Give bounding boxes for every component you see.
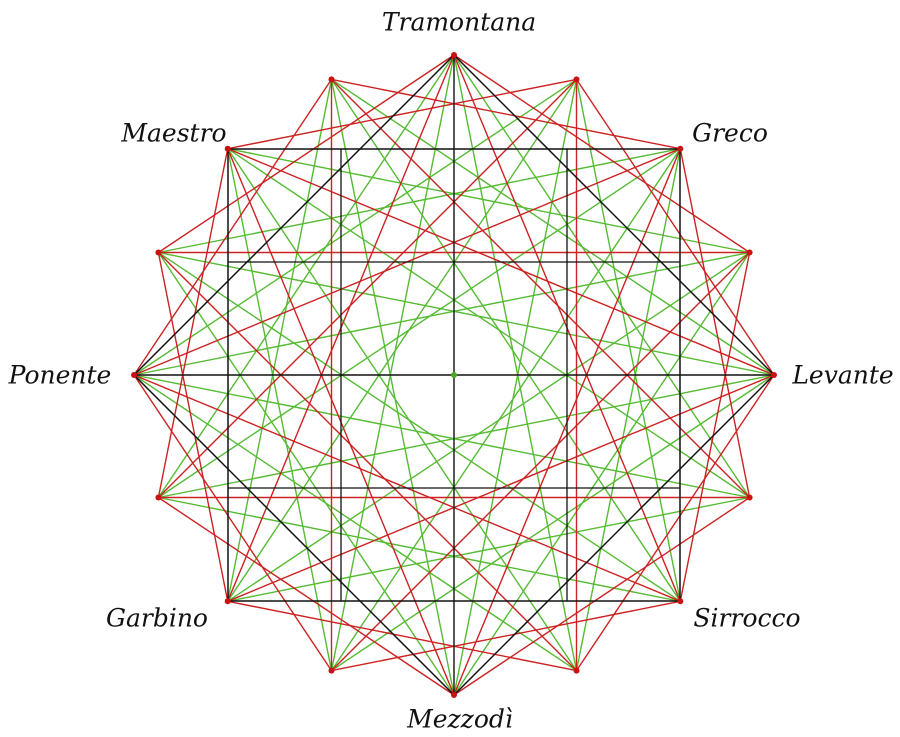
red-chord bbox=[157, 147, 229, 499]
vertex-dot bbox=[328, 667, 335, 674]
green-chord bbox=[133, 251, 751, 376]
red-chord bbox=[157, 54, 455, 254]
red-chord bbox=[575, 78, 775, 376]
vertex-dot bbox=[155, 249, 162, 256]
red-chord bbox=[679, 147, 751, 499]
green-chord bbox=[453, 54, 578, 672]
green-chord bbox=[226, 147, 751, 254]
label-ponente: Ponente bbox=[8, 360, 112, 390]
vertex-dot bbox=[573, 667, 580, 674]
red-chord bbox=[575, 374, 775, 672]
label-garbino: Garbino bbox=[106, 603, 208, 633]
vertex-dot bbox=[224, 145, 231, 152]
green-chord bbox=[226, 251, 751, 602]
diamond-edge bbox=[453, 374, 775, 696]
vertex-dot bbox=[771, 372, 777, 378]
red-chord bbox=[133, 78, 333, 376]
green-chord bbox=[330, 54, 455, 672]
green-chord bbox=[330, 78, 455, 696]
vertex-dot bbox=[677, 598, 684, 605]
diamond-edge bbox=[133, 374, 455, 696]
green-chord bbox=[453, 78, 578, 696]
green-chord bbox=[157, 251, 681, 602]
center-dot bbox=[451, 372, 457, 378]
red-chord bbox=[453, 54, 751, 254]
label-greco: Greco bbox=[692, 118, 768, 148]
green-chord bbox=[330, 147, 681, 672]
green-chord bbox=[133, 78, 578, 376]
green-chord bbox=[226, 147, 578, 672]
vertex-dot bbox=[746, 494, 753, 501]
red-chord bbox=[330, 78, 681, 150]
vertex-dot bbox=[677, 145, 684, 152]
vertex-dot bbox=[451, 692, 457, 698]
red-chord bbox=[157, 496, 455, 696]
green-chord bbox=[157, 147, 681, 254]
red-chord bbox=[133, 374, 333, 672]
vertex-dot bbox=[573, 76, 580, 83]
diamond-edge bbox=[453, 54, 775, 376]
vertex-dot bbox=[155, 494, 162, 501]
green-chord bbox=[133, 374, 751, 499]
green-chord bbox=[330, 78, 775, 376]
red-chord bbox=[679, 251, 751, 602]
green-chord bbox=[226, 78, 578, 602]
diamond-edge bbox=[133, 54, 455, 376]
green-chord bbox=[157, 147, 681, 499]
green-chord bbox=[330, 78, 681, 602]
red-chord bbox=[157, 251, 229, 602]
green-chord bbox=[157, 251, 775, 376]
label-sirrocco: Sirrocco bbox=[693, 603, 801, 633]
vertex-dot bbox=[131, 372, 137, 378]
red-chord bbox=[226, 78, 578, 150]
red-chord bbox=[330, 600, 681, 672]
red-chord bbox=[453, 496, 751, 696]
vertex-dot bbox=[451, 52, 457, 58]
green-chord bbox=[226, 147, 751, 499]
vertex-dot bbox=[224, 598, 231, 605]
label-mezzodi: Mezzodì bbox=[407, 704, 513, 734]
vertex-dot bbox=[328, 76, 335, 83]
label-maestro: Maestro bbox=[121, 118, 227, 148]
vertex-dot bbox=[746, 249, 753, 256]
green-chord bbox=[157, 374, 775, 499]
label-levante: Levante bbox=[792, 360, 894, 390]
label-tramontana: Tramontana bbox=[381, 7, 537, 37]
red-chord bbox=[226, 600, 578, 672]
